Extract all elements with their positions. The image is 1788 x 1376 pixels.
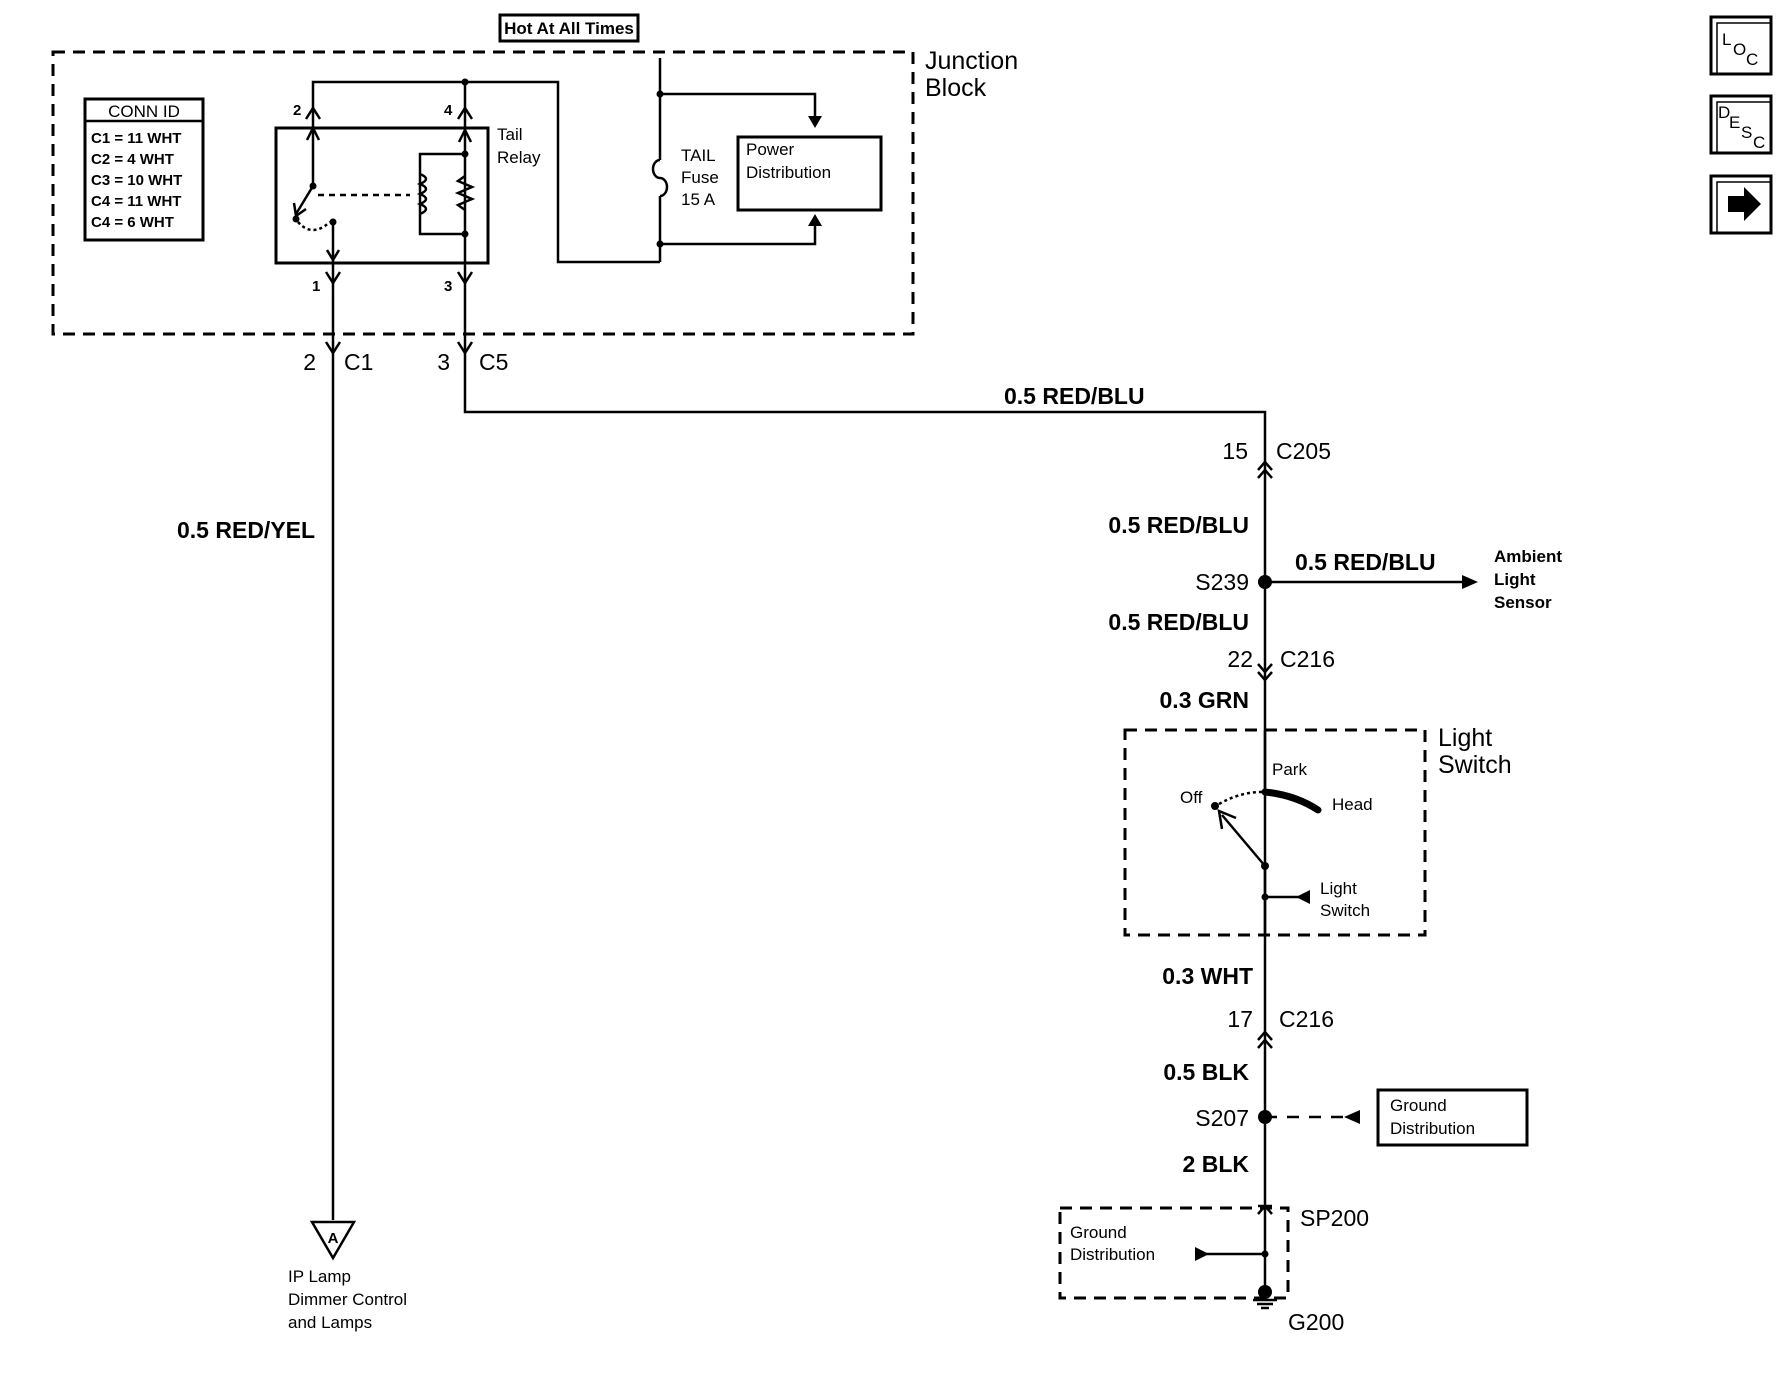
ip-lamp-label-line2: Dimmer Control (288, 1290, 407, 1309)
connector-c1: 2 C1 (303, 293, 373, 1220)
loc-button[interactable]: L O C (1709, 15, 1773, 76)
conn-id-row: C1 = 11 WHT (91, 130, 181, 147)
tail-fuse: TAIL Fuse 15 A (651, 58, 719, 262)
splice-label: S239 (1195, 569, 1249, 595)
wire-label: 0.5 RED/BLU (1108, 609, 1249, 635)
relay-pin-3: 3 (444, 278, 452, 295)
splice-label: S207 (1195, 1105, 1249, 1131)
tail-relay: 2 4 Tail Relay 1 3 (274, 78, 660, 295)
ambient-sensor-label-line3: Sensor (1494, 593, 1552, 612)
connector-pin: 2 (303, 349, 316, 375)
relay-pin-2: 2 (293, 102, 301, 119)
wire-label: 0.5 RED/BLU (1295, 549, 1436, 575)
wire-label: 0.5 BLK (1163, 1059, 1249, 1085)
connector-pin: 22 (1227, 646, 1253, 672)
connector-pin: 15 (1222, 438, 1248, 464)
ip-lamp-reference: A IP Lamp Dimmer Control and Lamps (288, 1220, 407, 1332)
loc-letter: C (1746, 50, 1758, 69)
light-switch-label: Light (1438, 724, 1492, 752)
relay-pin-4: 4 (444, 102, 453, 119)
wire-label: 0.5 RED/YEL (177, 517, 315, 543)
splice-label: SP200 (1300, 1205, 1369, 1231)
connector-c205: 15 C205 (1222, 438, 1331, 479)
right-arrow-icon (1728, 187, 1761, 221)
power-distribution-label-line2: Distribution (746, 163, 831, 182)
ip-lamp-label: IP Lamp (288, 1267, 351, 1286)
ground-distribution-label-line2: Distribution (1390, 1119, 1475, 1138)
ground-distribution-label: Ground (1390, 1096, 1447, 1115)
reference-letter: A (328, 1230, 339, 1247)
switch-inner-label: Light (1320, 879, 1357, 898)
fuse-label-line2: Fuse (681, 168, 719, 187)
connector-label: C205 (1276, 438, 1331, 464)
connector-c5: 3 C5 (437, 293, 1267, 1290)
fuse-rating: 15 A (681, 190, 716, 209)
connector-label: C5 (479, 349, 508, 375)
switch-inner-label-line2: Switch (1320, 901, 1370, 920)
relay-pin-1: 1 (312, 278, 320, 295)
hot-at-all-times-label: Hot At All Times (504, 19, 634, 38)
ambient-light-sensor: Ambient Light Sensor (1494, 547, 1562, 612)
conn-id-row: C3 = 10 WHT (91, 172, 182, 189)
splice-sp200: Ground Distribution SP200 G200 (1058, 1204, 1369, 1335)
connector-pin: 3 (437, 349, 450, 375)
ground-distribution-right: Ground Distribution (1376, 1088, 1529, 1147)
desc-letter: C (1753, 133, 1765, 152)
connector-label: C216 (1280, 646, 1335, 672)
next-arrow-button[interactable] (1709, 174, 1773, 235)
connector-label: C1 (344, 349, 373, 375)
conn-id-table: CONN ID C1 = 11 WHT C2 = 4 WHT C3 = 10 W… (83, 97, 205, 242)
switch-head-label: Head (1332, 795, 1373, 814)
junction-block-label: Junction (925, 47, 1018, 75)
ambient-sensor-label-line2: Light (1494, 570, 1536, 589)
tail-relay-label: Tail (497, 125, 523, 144)
loc-letter: O (1733, 40, 1746, 59)
junction-block-outline (51, 50, 915, 336)
power-distribution-label: Power (746, 140, 795, 159)
splice-s207: S207 (1195, 1105, 1360, 1131)
ip-lamp-label-line3: and Lamps (288, 1313, 372, 1332)
junction-block-label-line2: Block (925, 74, 987, 102)
connector-c216-22: 22 C216 (1227, 646, 1335, 682)
splice-s239: S239 0.5 RED/BLU (1195, 549, 1478, 595)
desc-letter: S (1741, 123, 1752, 142)
ground-distribution-left-label: Ground (1070, 1223, 1127, 1242)
conn-id-row: C4 = 11 WHT (91, 193, 181, 210)
connector-pin: 17 (1227, 1006, 1253, 1032)
conn-id-row: C2 = 4 WHT (91, 151, 174, 168)
ground-distribution-left-label-line2: Distribution (1070, 1245, 1155, 1264)
wire-label: 0.3 GRN (1160, 687, 1249, 713)
wire-label: 0.5 RED/BLU (1004, 383, 1145, 409)
power-distribution: Power Distribution (660, 92, 883, 246)
wire-label: 2 BLK (1183, 1151, 1250, 1177)
light-switch: Park Head Off Light Switch Light Switch (1123, 724, 1512, 937)
loc-letter: L (1722, 30, 1731, 49)
conn-id-row: C4 = 6 WHT (91, 214, 174, 231)
tail-relay-label-line2: Relay (497, 148, 541, 167)
switch-off-label: Off (1180, 788, 1203, 807)
switch-park-label: Park (1272, 760, 1307, 779)
conn-id-title: CONN ID (108, 102, 180, 121)
wire-label: 0.5 RED/BLU (1108, 512, 1249, 538)
desc-letter: E (1729, 113, 1740, 132)
light-switch-label-line2: Switch (1438, 751, 1512, 779)
desc-letter: D (1718, 103, 1730, 122)
hot-at-all-times-box (498, 13, 640, 43)
ground-label: G200 (1288, 1309, 1344, 1335)
fuse-label: TAIL (681, 146, 716, 165)
desc-button[interactable]: D E S C (1709, 94, 1773, 155)
ambient-sensor-label: Ambient (1494, 547, 1562, 566)
wire-label: 0.3 WHT (1162, 963, 1253, 989)
connector-label: C216 (1279, 1006, 1334, 1032)
connector-c216-17: 17 C216 (1227, 1006, 1334, 1049)
